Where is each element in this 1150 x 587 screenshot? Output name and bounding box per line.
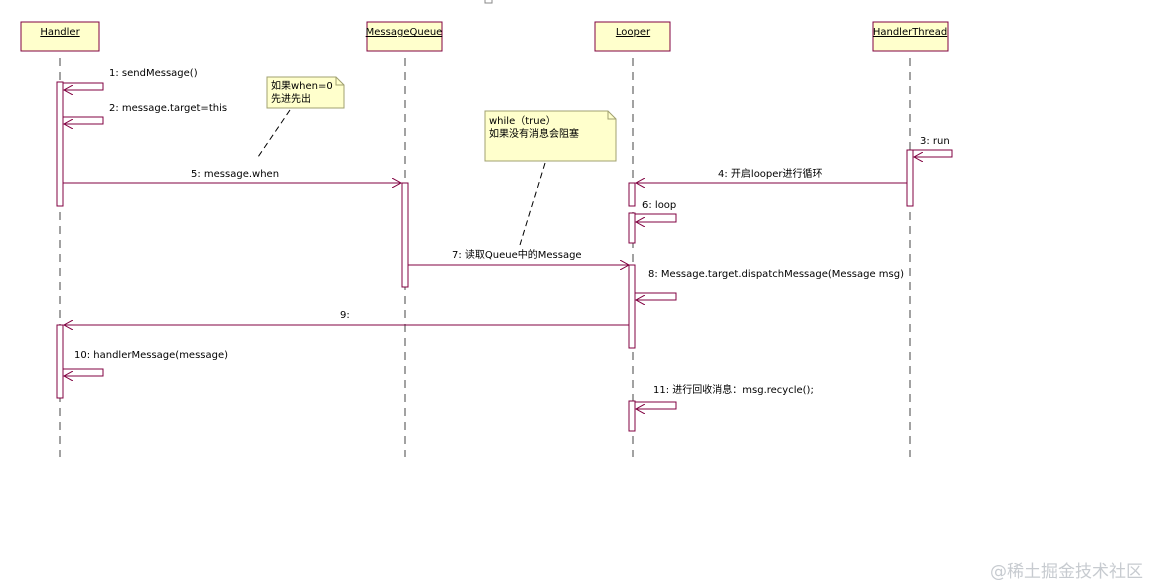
activation-handler-2 xyxy=(56,324,64,399)
activation-looper-1 xyxy=(628,182,636,207)
participant-looper: Looper xyxy=(594,21,671,52)
participant-handler: Handler xyxy=(20,21,100,52)
activation-looper-3 xyxy=(628,264,636,349)
msg-10-arrow xyxy=(63,368,104,376)
note-1-line-1: 如果when=0 xyxy=(271,79,333,92)
participant-handlerthread: HandlerThread xyxy=(872,21,949,52)
msg-11-label: 11: 进行回收消息：msg.recycle(); xyxy=(653,383,814,396)
msg-8-label: 8: Message.target.dispatchMessage(Messag… xyxy=(648,269,904,280)
activation-handlerthread xyxy=(906,149,914,207)
msg-6-arrow xyxy=(635,213,677,222)
participant-messagequeue: MessageQueue xyxy=(366,21,443,52)
note-2-line-2: 如果没有消息会阻塞 xyxy=(489,127,579,140)
participant-handler-label: Handler xyxy=(40,27,80,38)
msg-1-arrow xyxy=(63,82,104,90)
msg-3-label: 3: run xyxy=(920,136,950,147)
activation-looper-4 xyxy=(628,400,636,432)
participant-looper-label: Looper xyxy=(616,27,651,38)
msg-7-label: 7: 读取Queue中的Message xyxy=(452,248,582,261)
activation-messagequeue xyxy=(401,182,409,288)
activation-handler-1 xyxy=(56,81,64,207)
msg-10-label: 10: handlerMessage(message) xyxy=(74,350,228,361)
msg-2-label: 2: message.target=this xyxy=(109,103,227,114)
note-1: 如果when=0 先进先出 xyxy=(257,76,345,158)
activation-looper-2 xyxy=(628,212,636,244)
top-mark xyxy=(484,0,493,4)
note-1-line-2: 先进先出 xyxy=(271,92,311,105)
msg-1-label: 1: sendMessage() xyxy=(109,68,198,79)
watermark: @稀土掘金技术社区 xyxy=(990,562,1143,582)
msg-3-arrow xyxy=(913,149,953,157)
msg-8-arrow xyxy=(635,292,677,300)
msg-5-label: 5: message.when xyxy=(191,169,279,180)
msg-9-label: 9: xyxy=(340,310,350,321)
msg-4-label: 4: 开启looper进行循环 xyxy=(718,167,823,180)
participant-messagequeue-label: MessageQueue xyxy=(366,27,443,38)
note-2: while（true） 如果没有消息会阻塞 xyxy=(484,110,617,246)
participant-handlerthread-label: HandlerThread xyxy=(873,27,947,38)
msg-6-label: 6: loop xyxy=(642,200,676,211)
note-2-line-1: while（true） xyxy=(489,115,556,127)
msg-11-arrow xyxy=(635,401,677,409)
msg-2-arrow xyxy=(63,116,104,124)
